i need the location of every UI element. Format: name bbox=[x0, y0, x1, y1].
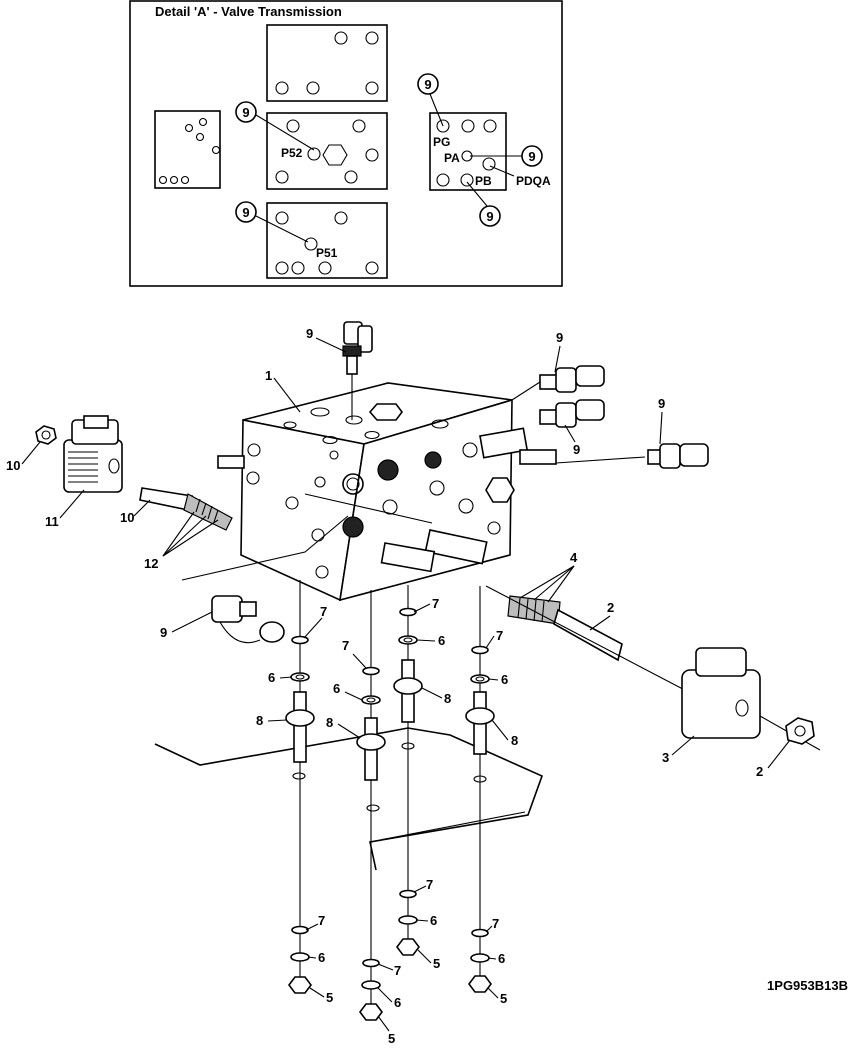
nut-right bbox=[785, 717, 815, 745]
callout-7-b: 7 bbox=[342, 638, 349, 653]
callout-6-b: 6 bbox=[333, 681, 340, 696]
detail-callout-9e: 9 bbox=[486, 209, 493, 224]
detail-a-title: Detail 'A' - Valve Transmission bbox=[155, 4, 342, 19]
detail-a-frame bbox=[129, 0, 563, 287]
callout-7-g: 7 bbox=[426, 877, 433, 892]
stack-axis-lines bbox=[299, 580, 481, 1012]
callout-12: 12 bbox=[144, 556, 158, 571]
cartridge-left bbox=[139, 487, 233, 531]
detail-top-plate bbox=[266, 24, 388, 102]
callout-9-right-3: 9 bbox=[658, 396, 665, 411]
callout-8-a: 8 bbox=[256, 713, 263, 728]
callout-7-e: 7 bbox=[318, 913, 325, 928]
port-label-p51: P51 bbox=[316, 246, 338, 260]
callout-7-h: 7 bbox=[492, 916, 499, 931]
callout-5-b: 5 bbox=[388, 1031, 395, 1046]
test-point-right-3 bbox=[647, 443, 709, 469]
detail-callout-9b: 9 bbox=[242, 205, 249, 220]
callout-9-right-1: 9 bbox=[556, 330, 563, 345]
callout-7-c: 7 bbox=[432, 596, 439, 611]
mounting-plate bbox=[154, 727, 544, 871]
callout-2-nut: 2 bbox=[756, 764, 763, 779]
callout-7-d: 7 bbox=[496, 628, 503, 643]
port-label-pb: PB bbox=[475, 174, 492, 188]
callout-10-nut: 10 bbox=[6, 458, 20, 473]
reference-code: 1PG953B13B bbox=[767, 978, 848, 993]
detail-middle-plate bbox=[266, 112, 388, 190]
detail-bottom-plate bbox=[266, 202, 388, 279]
port-label-p52: P52 bbox=[281, 146, 303, 160]
callout-7-f: 7 bbox=[394, 963, 401, 978]
callout-9-right-2: 9 bbox=[573, 442, 580, 457]
detail-callout-9a: 9 bbox=[242, 105, 249, 120]
callouts: 1 9 9 9 9 9 10 10 11 12 4 2 3 2 7 bbox=[6, 326, 791, 1046]
callout-6-f: 6 bbox=[394, 995, 401, 1010]
callout-5-a: 5 bbox=[326, 990, 333, 1005]
callout-6-e: 6 bbox=[318, 950, 325, 965]
port-label-pa: PA bbox=[444, 151, 460, 165]
callout-6-g: 6 bbox=[430, 913, 437, 928]
callout-8-b: 8 bbox=[326, 715, 333, 730]
callout-6-c: 6 bbox=[438, 633, 445, 648]
callout-9-left: 9 bbox=[160, 625, 167, 640]
stack-components bbox=[285, 607, 495, 1021]
callout-9-top: 9 bbox=[306, 326, 313, 341]
test-point-right-2 bbox=[539, 399, 605, 428]
callout-6-h: 6 bbox=[498, 951, 505, 966]
callout-3: 3 bbox=[662, 750, 669, 765]
detail-callout-9c: 9 bbox=[424, 77, 431, 92]
detail-callout-9d: 9 bbox=[528, 149, 535, 164]
callout-11: 11 bbox=[45, 514, 59, 529]
detail-right-plate bbox=[429, 112, 507, 191]
callout-6-a: 6 bbox=[268, 670, 275, 685]
callout-10-cartridge: 10 bbox=[120, 510, 134, 525]
callout-8-c: 8 bbox=[444, 691, 451, 706]
test-point-top bbox=[342, 321, 373, 420]
callout-5-c: 5 bbox=[433, 956, 440, 971]
hex-plug-top-icon bbox=[368, 403, 403, 421]
callout-6-d: 6 bbox=[501, 672, 508, 687]
nut-left bbox=[35, 425, 57, 445]
test-point-left-bottom bbox=[211, 595, 285, 644]
detail-a-panel: Detail 'A' - Valve Transmission P52 P51 … bbox=[129, 0, 563, 287]
port-label-pg: PG bbox=[433, 135, 450, 149]
callout-7-a: 7 bbox=[320, 604, 327, 619]
solenoid-coil-left bbox=[63, 415, 123, 493]
callout-1: 1 bbox=[265, 368, 272, 383]
port-label-pdqa: PDQA bbox=[516, 174, 551, 188]
callout-2-cartridge: 2 bbox=[607, 600, 614, 615]
valve-block bbox=[217, 382, 557, 602]
callout-5-d: 5 bbox=[500, 991, 507, 1006]
callout-4: 4 bbox=[570, 550, 578, 565]
hex-plug-icon bbox=[322, 144, 348, 166]
test-point-right-1 bbox=[511, 365, 605, 401]
cartridge-right bbox=[485, 585, 701, 699]
callout-8-d: 8 bbox=[511, 733, 518, 748]
